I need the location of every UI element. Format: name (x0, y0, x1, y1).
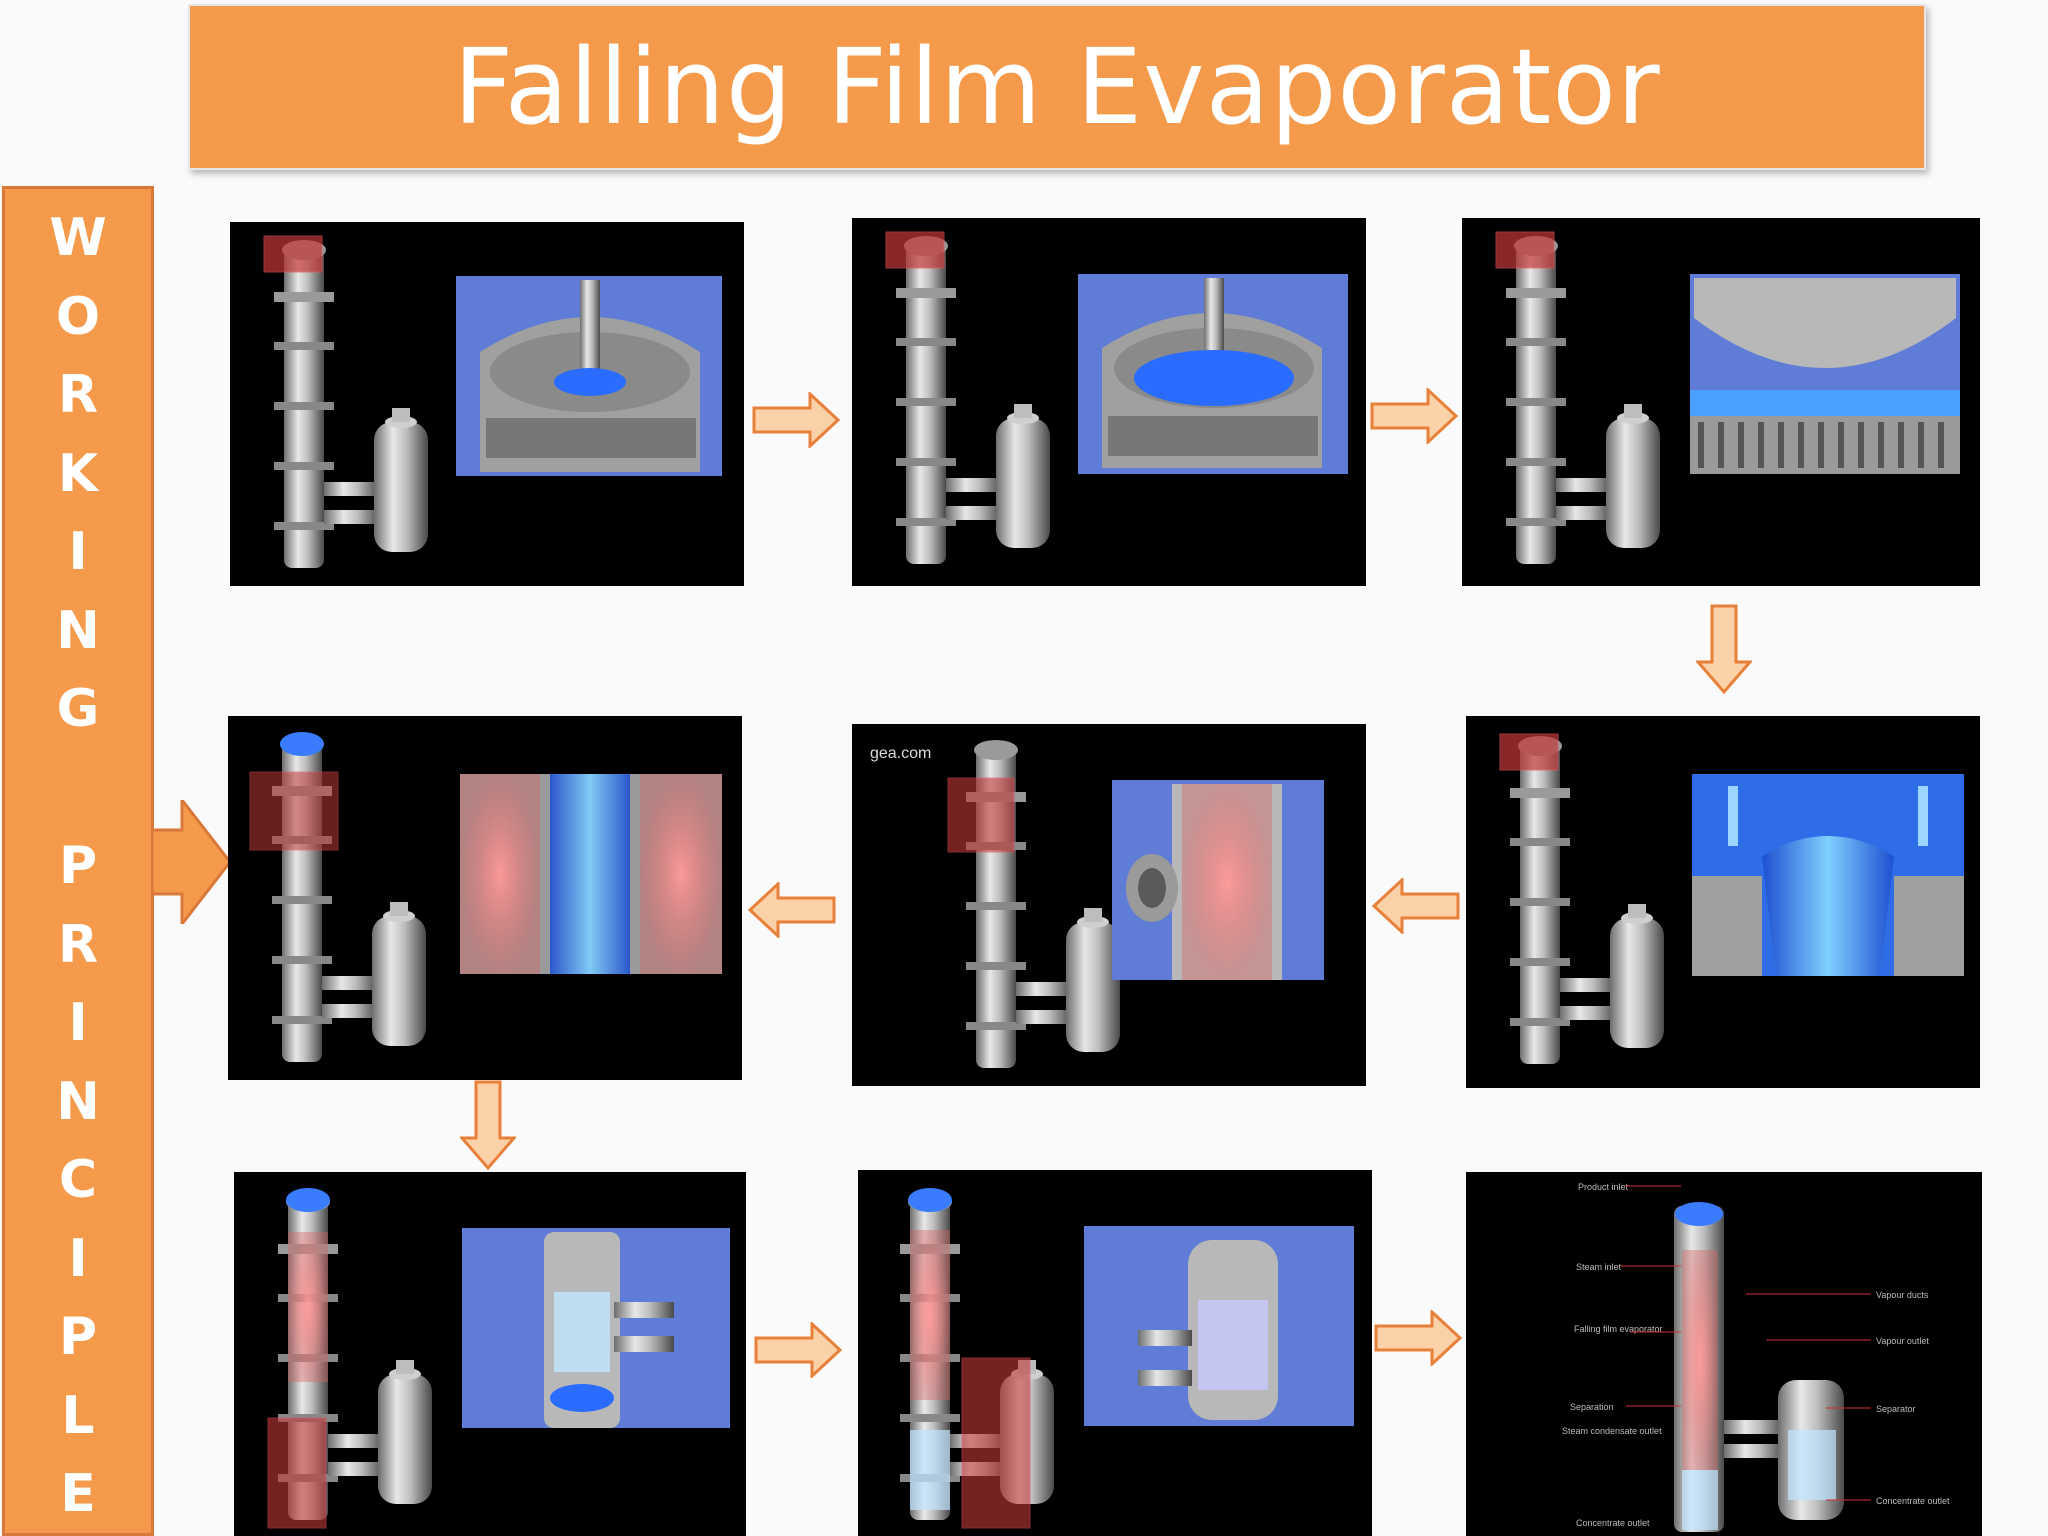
side-letter: W (49, 208, 107, 268)
side-letter: R (57, 365, 99, 425)
side-letter: I (68, 993, 88, 1053)
side-letter: I (68, 1228, 88, 1289)
label-vapour-outlet: Vapour outlet (1876, 1336, 1929, 1346)
side-label-bar: W O R K I N G P R I N C I P L E (2, 186, 154, 1536)
label-falling-film: Falling film evaporator (1574, 1324, 1663, 1334)
side-letter: C (58, 1150, 98, 1210)
arrow-left-1 (747, 882, 836, 938)
side-letter: L (61, 1385, 95, 1446)
step-2-panel (852, 218, 1366, 586)
arrow-right-2 (1370, 388, 1459, 444)
step-1-panel (230, 222, 744, 586)
label-steam-inlet: Steam inlet (1576, 1262, 1622, 1272)
side-letter: G (56, 679, 100, 739)
label-concentrate-outlet-bottom: Concentrate outlet (1576, 1518, 1650, 1528)
arrow-right-1 (752, 392, 841, 448)
slide-title: Falling Film Evaporator (453, 26, 1661, 148)
side-letter: N (56, 600, 100, 661)
side-letter: R (57, 914, 99, 975)
label-concentrate-outlet: Concentrate outlet (1876, 1496, 1950, 1506)
slide-title-bar: Falling Film Evaporator (188, 4, 1926, 170)
arrow-left-2 (1371, 878, 1460, 934)
label-steam-condensate: Steam condensate outlet (1562, 1426, 1662, 1436)
side-letter: P (58, 1307, 98, 1367)
arrow-right-3 (754, 1322, 843, 1378)
step-6-panel (228, 716, 742, 1080)
side-pointer-arrow (152, 800, 232, 924)
side-letter: N (56, 1071, 100, 1132)
gea-watermark: gea.com (870, 745, 931, 762)
side-letter: I (68, 522, 88, 582)
side-letter: K (57, 443, 99, 504)
side-letter: E (60, 1464, 96, 1524)
step-5-panel: gea.com (852, 724, 1366, 1086)
step-7-panel (234, 1172, 746, 1536)
arrow-down-2 (460, 1080, 516, 1171)
label-vapour-ducts: Vapour ducts (1876, 1290, 1929, 1300)
step-8-panel (858, 1170, 1372, 1536)
side-letter: O (55, 286, 101, 347)
side-letter: P (58, 836, 98, 896)
side-label-working: W O R K I N G (5, 199, 151, 749)
step-9-panel: Product inlet Steam inlet Falling film e… (1466, 1172, 1982, 1536)
step-3-panel (1462, 218, 1980, 586)
arrow-right-4 (1374, 1310, 1463, 1366)
arrow-down-1 (1696, 604, 1752, 695)
label-separator: Separator (1876, 1404, 1916, 1414)
step-4-panel (1466, 716, 1980, 1088)
side-label-principle: P R I N C I P L E (5, 827, 151, 1534)
label-separation: Separation (1570, 1402, 1614, 1412)
label-product-inlet: Product inlet (1578, 1182, 1629, 1192)
